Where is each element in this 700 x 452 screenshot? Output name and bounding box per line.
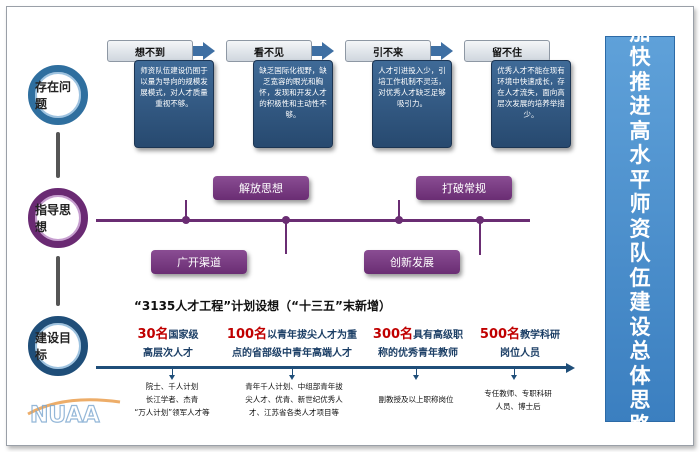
goal-detail-3: 副教授及以上职称岗位 xyxy=(362,393,470,406)
guiding-box-top-left: 解放思想 xyxy=(213,176,309,200)
goal-detail-1-line-1: 院士、千人计划 xyxy=(145,382,199,391)
goal-detail-1-line-2: 长江学者、杰青 xyxy=(145,395,199,404)
goal-detail-1-line-3: “万人计划”领军人才等 xyxy=(134,408,210,417)
goal-detail-2-line-2: 尖人才、优青、新世纪优秀人 xyxy=(245,395,343,404)
guiding-dot-2 xyxy=(282,216,290,224)
guiding-line xyxy=(96,219,530,222)
goal-detail-3-line-1: 副教授及以上职称岗位 xyxy=(378,395,454,404)
header-arrow-3 xyxy=(441,42,453,60)
goals-line xyxy=(96,366,568,369)
side-title-panel: 加快推进高水平师资队伍建设总体思路 xyxy=(605,20,675,436)
goals-line-arrow xyxy=(566,363,575,373)
connector-2 xyxy=(56,256,60,306)
header-arrow-2 xyxy=(322,42,334,60)
guiding-dot-4 xyxy=(476,216,484,224)
goal-3: 300名具有高级职 称的优秀青年教师 xyxy=(364,326,472,363)
problem-desc-text-3: 人才引进投入少，引培工作机制不灵活，对优秀人才缺乏足够吸引力。 xyxy=(378,66,446,108)
svg-text:NUAA: NUAA xyxy=(30,403,100,426)
goal-detail-1: 院士、千人计划 长江学者、杰青 “万人计划”领军人才等 xyxy=(112,380,232,419)
goal-num-2: 100名 xyxy=(226,327,268,342)
goal-tickhead-4 xyxy=(511,375,517,380)
guiding-box-bottom-right: 创新发展 xyxy=(364,250,460,274)
goal-1: 30名国家级 高层次人才 xyxy=(118,326,218,363)
goal-detail-4-line-2: 人员、博士后 xyxy=(495,402,541,411)
goal-line2-4: 岗位人员 xyxy=(500,348,540,359)
header-arrow-stem-1 xyxy=(193,46,203,56)
guiding-circle: 指导思想 xyxy=(28,188,88,248)
problem-title-1: 想不到 xyxy=(135,47,165,59)
problem-header-3: 引不来 xyxy=(345,40,431,62)
guiding-text-bottom-right: 创新发展 xyxy=(390,256,434,269)
guiding-box-top-right: 打破常规 xyxy=(416,176,512,200)
guiding-stem-2 xyxy=(285,221,287,254)
problem-title-4: 留不住 xyxy=(492,47,522,59)
goal-tickhead-3 xyxy=(413,375,419,380)
guiding-dot-3 xyxy=(395,216,403,224)
problem-title-3: 引不来 xyxy=(373,47,403,59)
goal-tickhead-1 xyxy=(169,375,175,380)
goal-line1-2: 以青年拔尖人才为重 xyxy=(267,330,358,341)
guiding-stem-1 xyxy=(185,200,187,220)
guiding-text-top-right: 打破常规 xyxy=(442,182,486,195)
problem-header-1: 想不到 xyxy=(107,40,193,62)
problem-desc-4: 优秀人才不能在现有环境中快速成长，存在人才流失，面向高层次发展的培养举措少。 xyxy=(491,60,571,148)
slide-frame xyxy=(6,6,694,446)
goal-tick-4 xyxy=(514,369,515,376)
problem-desc-1: 师资队伍建设仍囿于以量为导向的规模发展模式，对人才质量重视不够。 xyxy=(134,60,214,148)
problem-desc-3: 人才引进投入少，引培工作机制不灵活，对优秀人才缺乏足够吸引力。 xyxy=(372,60,452,148)
guiding-stem-4 xyxy=(479,221,481,255)
goal-num-1: 30名 xyxy=(137,327,169,342)
goal-tick-1 xyxy=(172,369,173,376)
problem-desc-text-1: 师资队伍建设仍囿于以量为导向的规模发展模式，对人才质量重视不够。 xyxy=(140,66,208,108)
guiding-text-bottom-left: 广开渠道 xyxy=(177,256,221,269)
problem-header-2: 看不见 xyxy=(226,40,312,62)
goal-num-3: 300名 xyxy=(372,327,414,342)
goal-line2-1: 高层次人才 xyxy=(143,348,193,359)
problem-label: 存在问题 xyxy=(35,80,72,111)
problem-header-4: 留不住 xyxy=(464,40,550,62)
header-arrow-stem-2 xyxy=(312,46,322,56)
header-arrow-1 xyxy=(203,42,215,60)
problem-desc-2: 缺乏国际化视野，缺乏宽容的眼光和胸怀，发现和开发人才的积极性和主动性不够。 xyxy=(253,60,333,148)
goal-line1-1: 国家级 xyxy=(168,330,199,341)
problem-title-2: 看不见 xyxy=(254,47,284,59)
nuaa-logo: NUAA xyxy=(27,398,121,426)
problem-circle: 存在问题 xyxy=(28,65,88,125)
goal-detail-2-line-3: 才、江苏省各类人才项目等 xyxy=(249,408,339,417)
goal-line2-2: 点的省部级中青年高端人才 xyxy=(232,348,352,359)
goal-detail-2: 青年千人计划、中组部青年拔 尖人才、优青、新世纪优秀人 才、江苏省各类人才项目等 xyxy=(228,380,360,419)
side-title-text: 加快推进高水平师资队伍建设总体思路 xyxy=(629,19,651,437)
goal-num-4: 500名 xyxy=(479,327,521,342)
goal-line1-4: 教学科研 xyxy=(520,330,561,341)
problem-desc-text-4: 优秀人才不能在现有环境中快速成长，存在人才流失，面向高层次发展的培养举措少。 xyxy=(497,66,565,119)
goal-2: 100名以青年拔尖人才为重 点的省部级中青年高端人才 xyxy=(222,326,362,363)
goals-circle: 建设目标 xyxy=(28,316,88,376)
goal-line2-3: 称的优秀青年教师 xyxy=(378,348,458,359)
goal-4: 500名教学科研 岗位人员 xyxy=(474,326,566,363)
goal-tickhead-2 xyxy=(289,375,295,380)
guiding-box-bottom-left: 广开渠道 xyxy=(151,250,247,274)
plan-title: “3135人才工程”计划设想（“十三五”末新增） xyxy=(134,299,391,313)
problem-desc-text-2: 缺乏国际化视野，缺乏宽容的眼光和胸怀，发现和开发人才的积极性和主动性不够。 xyxy=(259,66,327,119)
goal-detail-4: 专任教师、专职科研 人员、博士后 xyxy=(470,387,566,413)
goal-line1-3: 具有高级职 xyxy=(413,330,464,341)
goal-detail-2-line-1: 青年千人计划、中组部青年拔 xyxy=(245,382,343,391)
guiding-stem-3 xyxy=(398,200,400,220)
header-arrow-stem-3 xyxy=(431,46,441,56)
guiding-label: 指导思想 xyxy=(35,203,72,234)
connector-1 xyxy=(56,132,60,178)
goal-tick-2 xyxy=(292,369,293,376)
guiding-text-top-left: 解放思想 xyxy=(239,182,283,195)
guiding-dot-1 xyxy=(182,216,190,224)
goal-detail-4-line-1: 专任教师、专职科研 xyxy=(484,389,552,398)
goals-label: 建设目标 xyxy=(35,331,72,362)
goal-tick-3 xyxy=(416,369,417,376)
